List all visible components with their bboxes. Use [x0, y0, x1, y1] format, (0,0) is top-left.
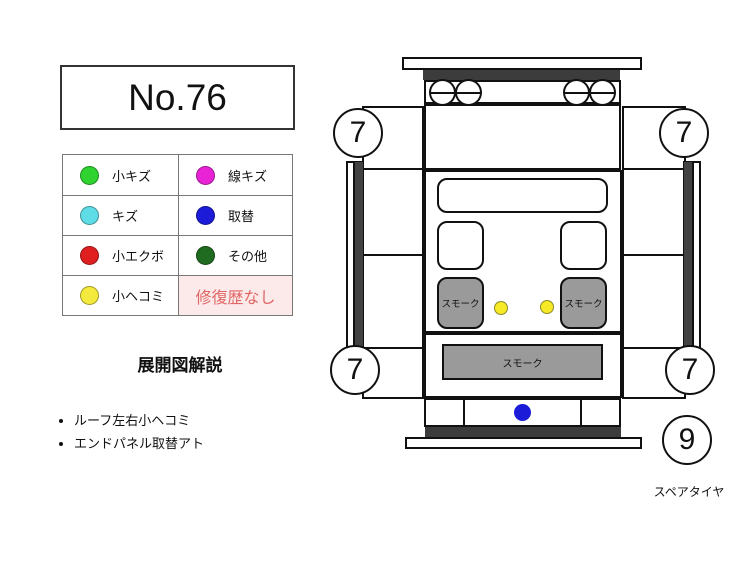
legend-item-other: その他: [178, 235, 292, 275]
smoke-label: スモーク: [441, 299, 480, 310]
legend-item-small-dimple: 小エクボ: [63, 235, 178, 275]
explanation-heading: 展開図解説: [137, 356, 223, 375]
green-dot-icon: [80, 165, 99, 185]
legend-item-line-scratch: 線キズ: [178, 155, 292, 195]
legend-label: 線キズ: [228, 168, 268, 184]
front-bumper: [402, 57, 642, 70]
cyan-dot-icon: [80, 206, 99, 225]
damage-legend: 小キズ 線キズ キズ 取替 小エクボ その他 小ヘコミ 修復歴なし: [62, 154, 293, 316]
rear-left-tire-badge: 7: [330, 345, 380, 395]
headlight-icon: [563, 79, 590, 106]
tire-depth-value: 7: [675, 116, 693, 149]
legend-label: 小キズ: [112, 168, 152, 184]
right-front-window: [560, 221, 607, 270]
magenta-dot-icon: [196, 165, 215, 185]
headlight-icon: [589, 79, 616, 106]
red-dot-icon: [80, 246, 99, 265]
tire-depth-value: 7: [681, 353, 699, 386]
tire-depth-value: 7: [346, 353, 364, 386]
left-side-sill: [354, 161, 364, 349]
headlight-icon: [429, 79, 456, 106]
left-rear-smoked-window: スモーク: [437, 277, 484, 329]
front-left-tire-badge: 7: [333, 108, 383, 158]
rear-end-panel: [424, 398, 621, 427]
right-panel-seam: [624, 254, 684, 256]
sheet-number: No.76: [128, 76, 227, 118]
rear-right-tire-badge: 7: [665, 345, 715, 395]
tire-depth-value: 7: [349, 116, 367, 149]
end-panel-replace-marker: [514, 404, 531, 421]
rear-end-right-cell: [582, 400, 619, 425]
rear-end-left-cell: [426, 400, 463, 425]
legend-item-scratch: キズ: [63, 195, 178, 235]
rear-end-center-cell: [463, 400, 582, 425]
spare-tire-badge: 9: [662, 415, 712, 465]
smoke-label: スモーク: [502, 358, 543, 370]
dark-green-dot-icon: [196, 246, 215, 265]
right-panel-seam: [624, 347, 684, 349]
no-repair-history-cell: 修復歴なし: [178, 275, 292, 315]
legend-item-replaced: 取替: [178, 195, 292, 235]
note-item: ルーフ左右小ヘコミ: [74, 410, 312, 429]
note-item: エンドパネル取替アト: [74, 433, 312, 452]
yellow-dot-icon: [80, 286, 99, 305]
left-panel-seam: [364, 254, 422, 256]
sheet-number-box: No.76: [60, 65, 295, 130]
right-panel-seam: [624, 168, 684, 170]
rear-trim: [425, 427, 621, 437]
left-panel-seam: [364, 168, 422, 170]
left-front-window: [437, 221, 484, 270]
front-grille-trim: [423, 70, 620, 80]
spare-tire-label: スペアタイヤ: [653, 485, 725, 499]
legend-label: キズ: [112, 209, 139, 224]
right-rear-smoked-window: スモーク: [560, 277, 607, 329]
front-right-tire-badge: 7: [659, 108, 709, 158]
hood-panel: [424, 104, 621, 170]
headlight-icon: [455, 79, 482, 106]
legend-label: その他: [228, 249, 268, 264]
explanation-notes: ルーフ左右小ヘコミ エンドパネル取替アト: [52, 410, 312, 456]
legend-label: 取替: [228, 209, 255, 224]
no-repair-history-label: 修復歴なし: [195, 289, 276, 307]
tire-depth-value: 9: [678, 423, 696, 456]
left-panel-seam: [364, 347, 422, 349]
rear-smoked-window: スモーク: [442, 344, 603, 380]
roof-right-small-dent-marker: [540, 300, 554, 314]
blue-dot-icon: [196, 206, 215, 225]
rear-bumper: [405, 437, 642, 449]
legend-item-small-dent: 小ヘコミ: [63, 275, 178, 315]
roof-left-small-dent-marker: [494, 301, 508, 315]
legend-item-small-scratch: 小キズ: [63, 155, 178, 195]
legend-label: 小エクボ: [112, 249, 165, 264]
smoke-label: スモーク: [564, 299, 603, 310]
right-side-step: [692, 161, 701, 349]
legend-label: 小ヘコミ: [112, 289, 165, 304]
windshield: [437, 178, 608, 213]
